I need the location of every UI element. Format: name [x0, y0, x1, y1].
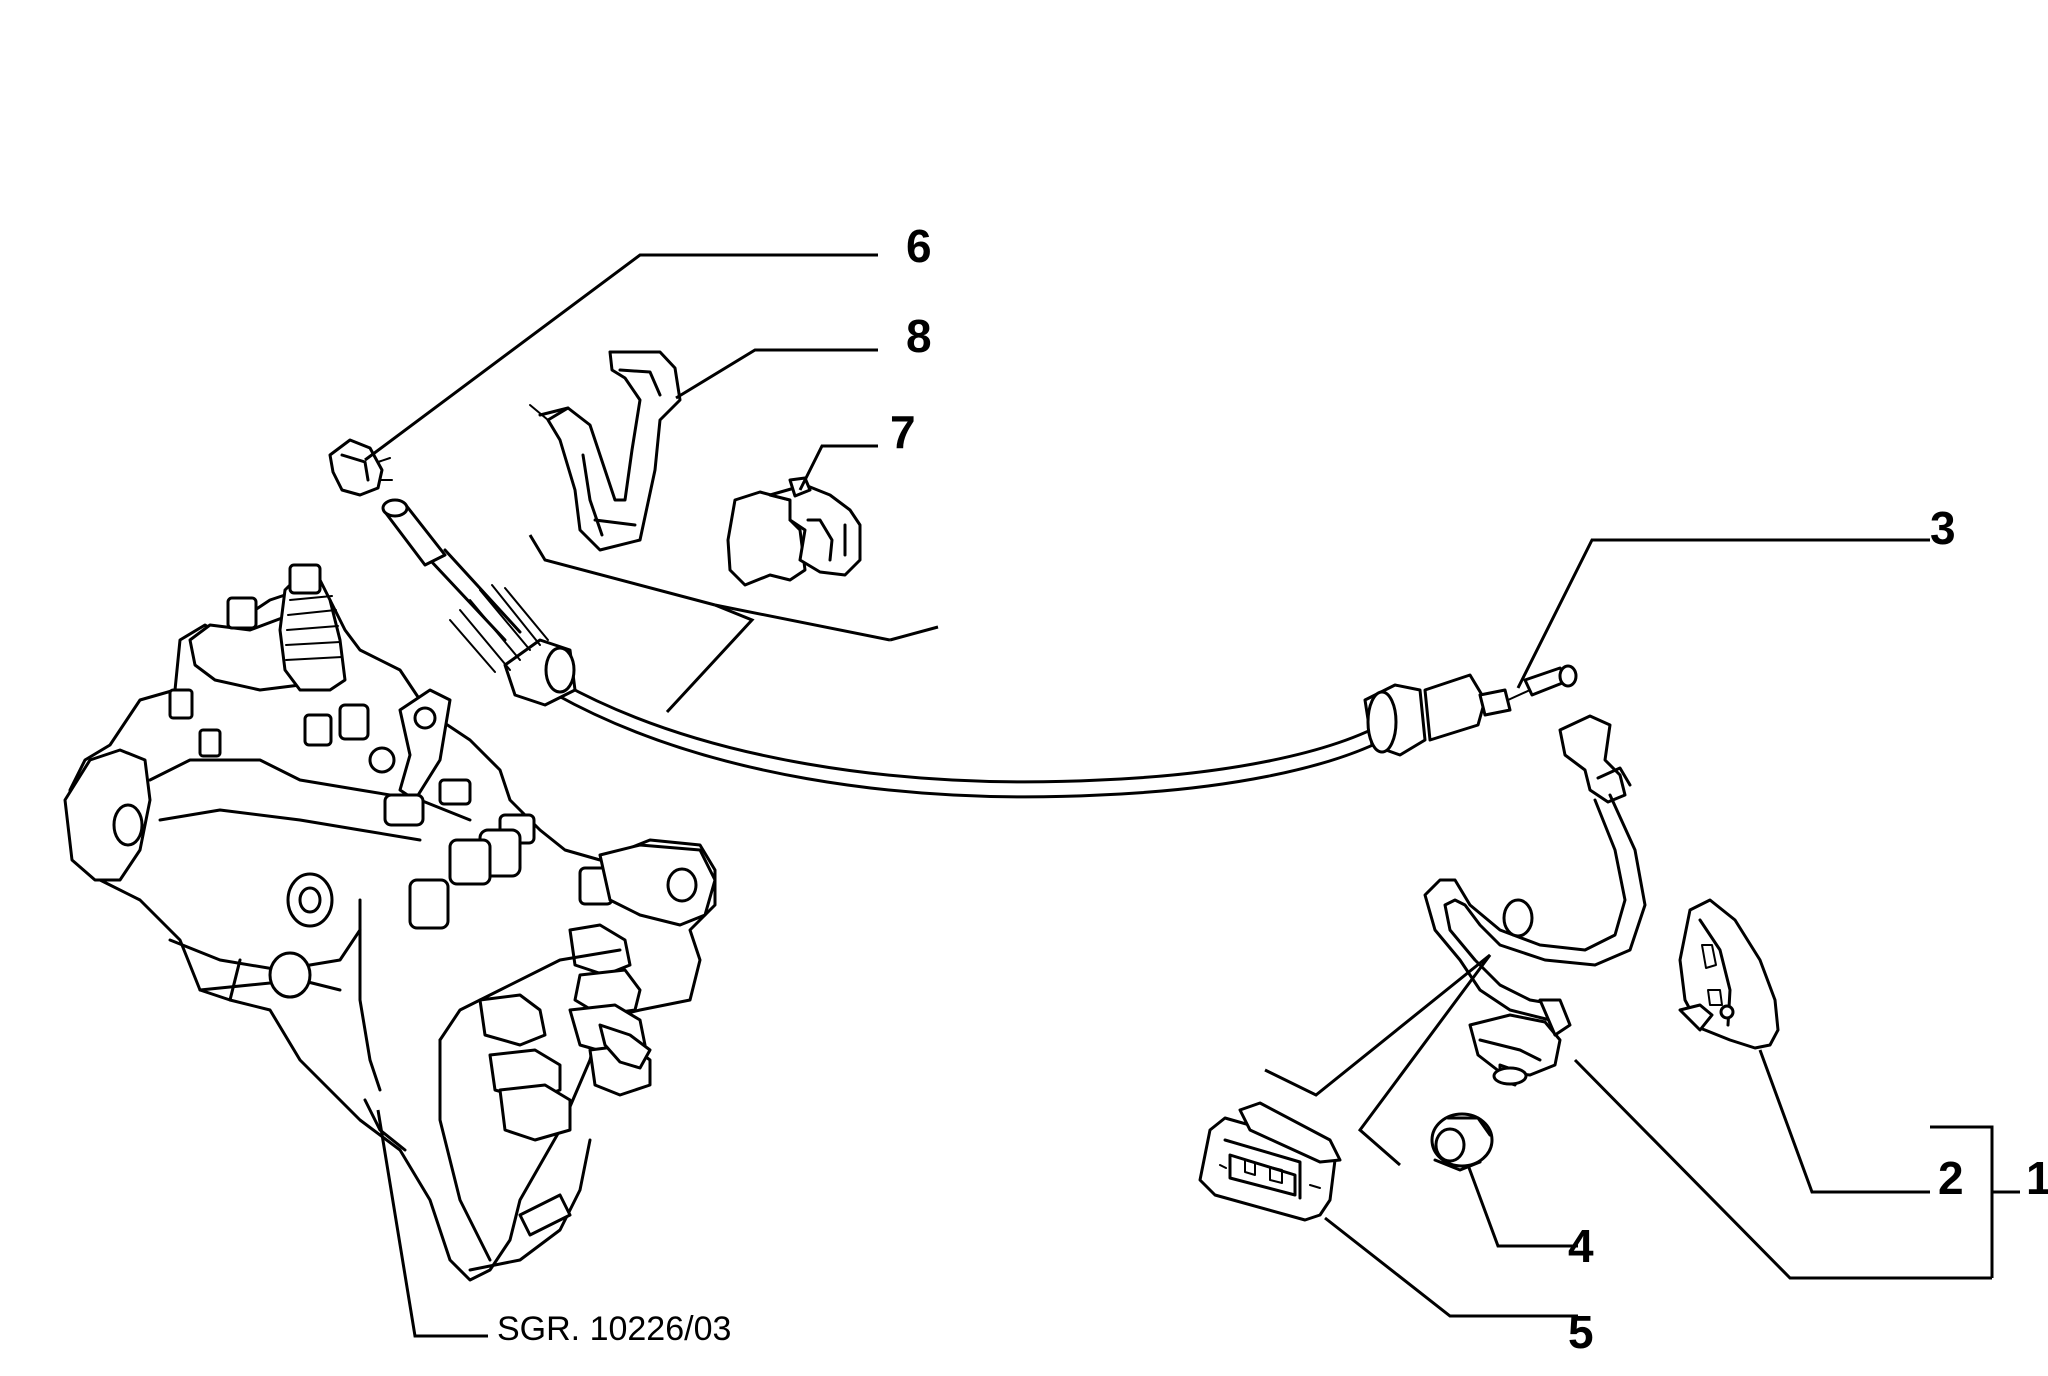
callout-1: 1	[2026, 1152, 2048, 1204]
injection-pump-illustration	[63, 563, 717, 1282]
callout-7: 7	[890, 406, 916, 458]
drawing-reference: SGR. 10226/03	[497, 1310, 731, 1348]
part-2-pad	[1678, 898, 1780, 1050]
callout-6: 6	[906, 220, 932, 272]
callout-8: 8	[906, 310, 932, 362]
part-8-bracket	[529, 350, 682, 552]
callout-2: 2	[1938, 1152, 1964, 1204]
clutch-cable-assembly	[381, 498, 1578, 799]
callout-5: 5	[1568, 1306, 1594, 1358]
callout-3: 3	[1930, 502, 1956, 554]
part-7-grommet	[726, 476, 862, 587]
part-4-bush	[1430, 1112, 1494, 1172]
part-6-clip	[328, 438, 393, 497]
leader-lines	[364, 253, 2020, 1338]
part-5-plate	[1198, 1101, 1342, 1222]
pedal-lever-assembly	[1423, 714, 1647, 1087]
callout-4: 4	[1568, 1220, 1594, 1272]
